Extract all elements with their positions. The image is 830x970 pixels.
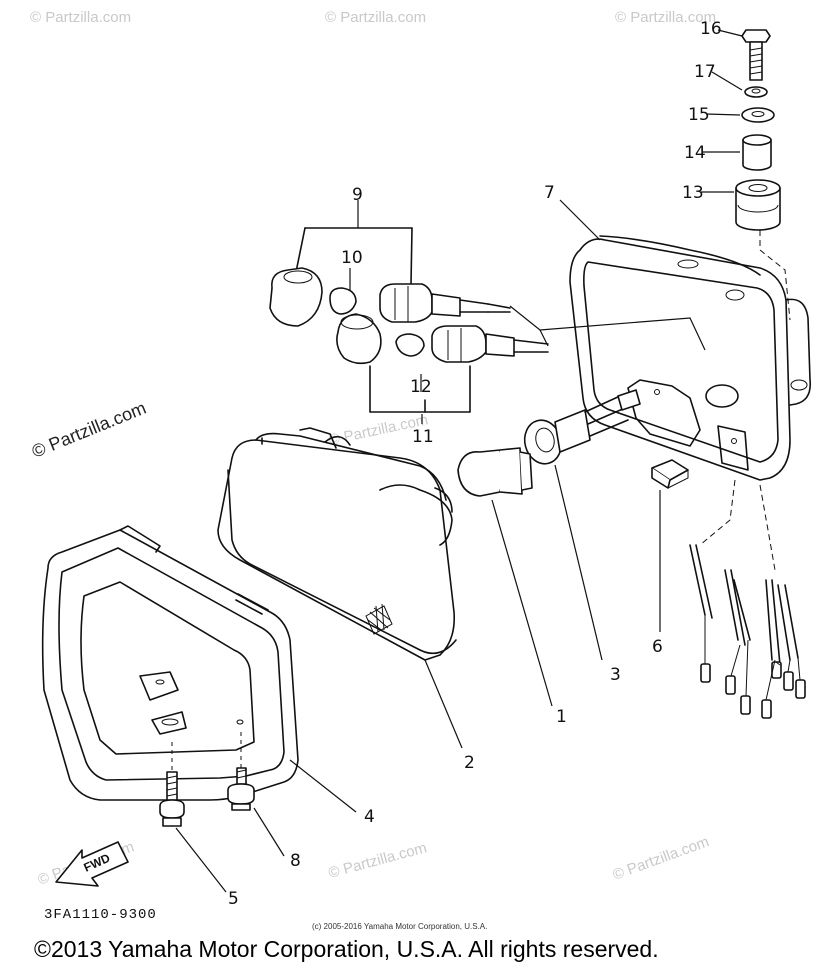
diagram-code: 3FA1110-9300	[44, 907, 157, 923]
part-3-socket	[523, 389, 641, 465]
label-14: 14	[684, 143, 706, 163]
part-9-10-group	[269, 227, 511, 327]
watermarks: © Partzilla.com © Partzilla.com © Partzi…	[29, 9, 716, 889]
part-2-headlight-unit	[217, 427, 457, 661]
small-copyright: (c) 2005-2016 Yamaha Motor Corporation, …	[312, 922, 487, 931]
label-2: 2	[464, 753, 475, 773]
label-10: 10	[341, 248, 363, 268]
watermark-text: © Partzilla.com	[30, 9, 131, 26]
part-number-labels: 16 17 15 14 13 7 9 10 12 11 6 3 1 2 4 8 …	[228, 19, 722, 909]
side-watermark-text: © Partzilla.com	[29, 398, 149, 462]
watermark-text: © Partzilla.com	[325, 9, 426, 26]
watermark-text: © Partzilla.com	[611, 833, 712, 884]
label-6: 6	[652, 637, 663, 657]
part-11-12-group	[336, 313, 549, 413]
label-3: 3	[610, 665, 621, 685]
part-5-screw	[159, 742, 185, 827]
label-7: 7	[544, 183, 555, 203]
wire-harness	[689, 479, 806, 719]
part-17-washer	[744, 86, 768, 98]
part-14-collar	[742, 134, 772, 171]
watermark-text: © Partzilla.com	[327, 839, 429, 882]
part-7-case	[569, 235, 812, 481]
label-4: 4	[364, 807, 375, 827]
part-1-bulb	[457, 447, 533, 497]
label-15: 15	[688, 105, 710, 125]
part-6-nut	[651, 459, 689, 489]
label-11: 11	[412, 427, 434, 447]
footer-copyright: ©2013 Yamaha Motor Corporation, U.S.A. A…	[34, 936, 659, 962]
label-17: 17	[694, 62, 716, 82]
label-1: 1	[556, 707, 567, 727]
part-13-grommet	[735, 179, 781, 231]
part-4-rim	[41, 525, 299, 801]
label-12: 12	[410, 377, 432, 397]
label-8: 8	[290, 851, 301, 871]
label-9: 9	[352, 185, 363, 205]
part-8-screw	[227, 732, 255, 811]
label-16: 16	[700, 19, 722, 39]
part-16-bolt	[741, 29, 771, 81]
label-5: 5	[228, 889, 239, 909]
leader-lines	[175, 29, 743, 893]
watermark-text: © Partzilla.com	[615, 9, 716, 26]
part-15-washer	[741, 107, 775, 123]
label-13: 13	[682, 183, 704, 203]
